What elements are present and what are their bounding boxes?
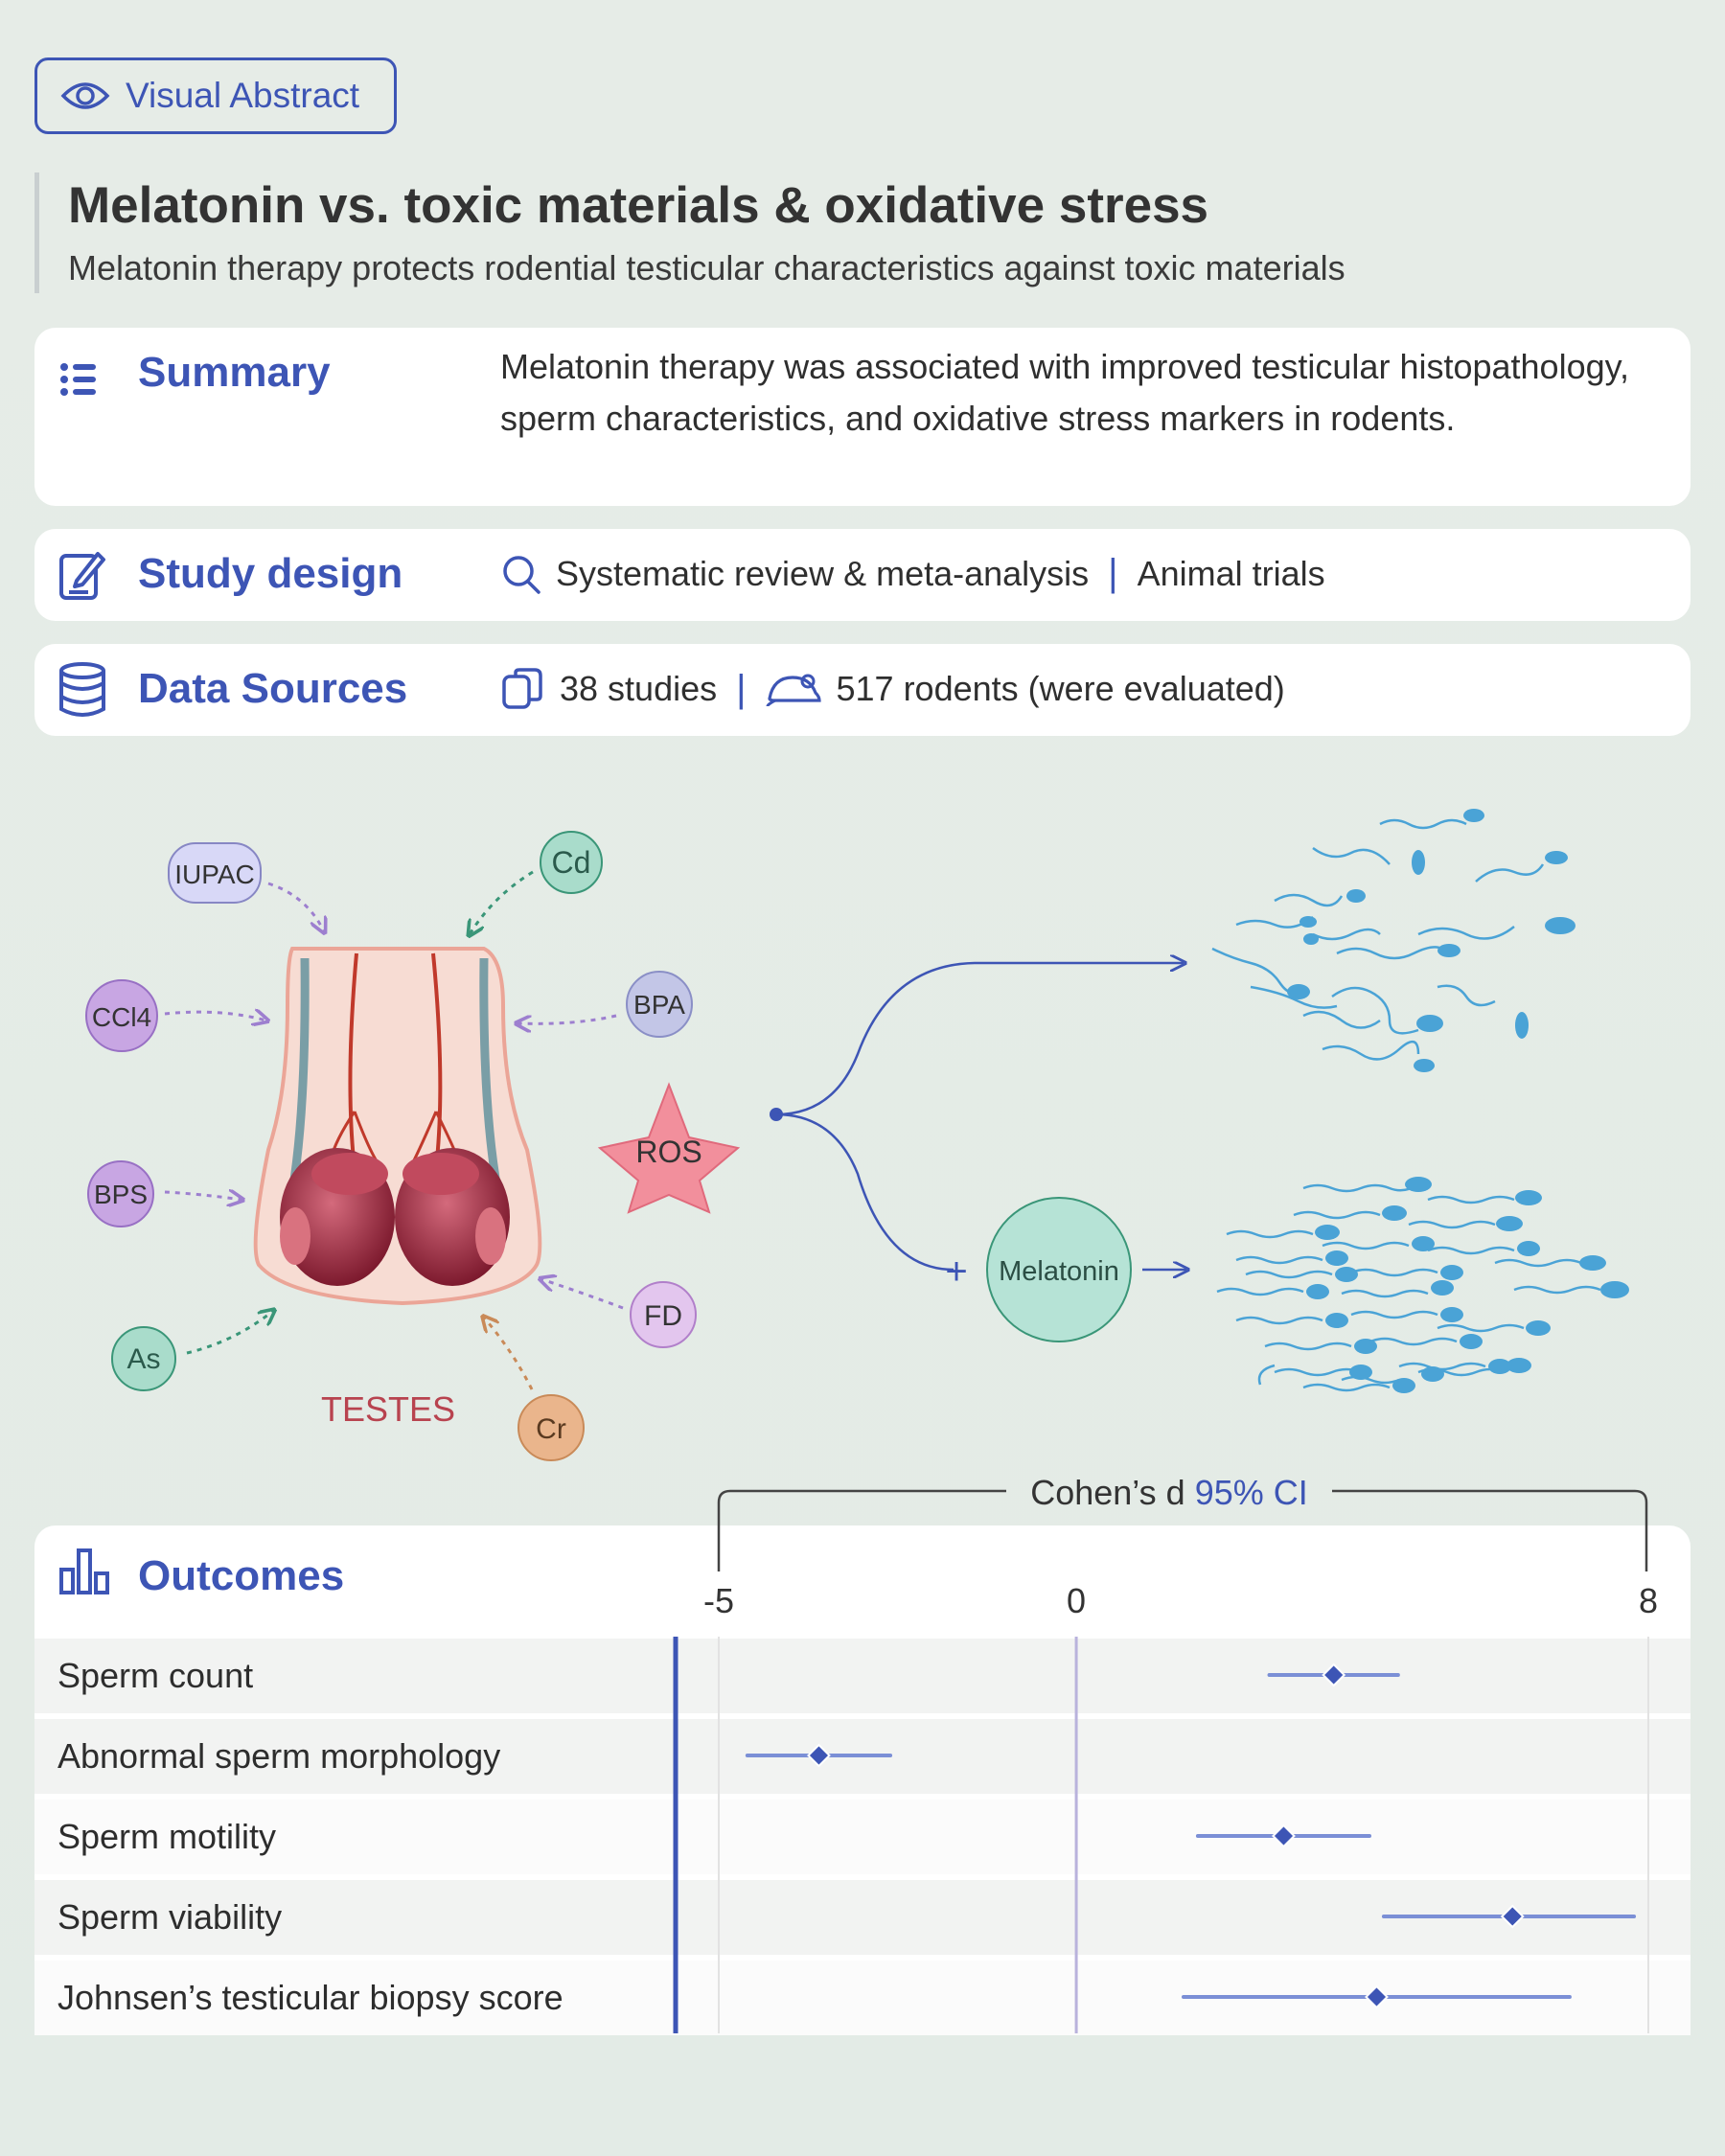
svg-text:FD: FD [644,1300,682,1332]
study-design-card: Study design Systematic review & meta-an… [34,529,1690,621]
svg-text:As: As [126,1343,160,1375]
toxin-iupac: IUPAC [168,842,262,904]
svg-text:BPA: BPA [633,990,685,1020]
summary-text: Melatonin therapy was associated with im… [500,347,1629,438]
plus-sign: + [945,1250,967,1293]
outcome-name: Sperm motility [58,1817,277,1856]
toxin-as: As [111,1326,176,1391]
toxin-bpa: BPA [626,971,693,1038]
study-design-values: Systematic review & meta-analysis | Anim… [500,552,1325,595]
design-type: Animal trials [1137,553,1325,593]
page-subtitle: Melatonin therapy protects rodential tes… [68,248,1346,287]
svg-text:Melatonin: Melatonin [999,1256,1119,1287]
testes-label: TESTES [321,1389,455,1429]
testes-drawing [253,947,542,1306]
outcome-row: Johnsen’s testicular biopsy score [34,1961,1690,2035]
svg-text:Cd: Cd [552,845,591,880]
eye-icon [60,82,110,109]
study-design-label: Study design [138,550,403,597]
toxin-cd: Cd [540,831,603,894]
page-title: Melatonin vs. toxic materials & oxidativ… [68,177,1209,234]
data-sources-values: 38 studies | 517 rodents (were evaluated… [500,667,1285,711]
visual-abstract-badge: Visual Abstract [34,57,397,134]
data-sources-label: Data Sources [138,665,408,712]
outcome-row: Sperm motility [34,1800,1690,1874]
outcome-row: Abnormal sperm morphology [34,1719,1690,1794]
summary-card: Summary Melatonin therapy was associated… [34,328,1690,506]
rodent-icon [766,674,821,707]
damaged-sperm-group [1211,809,1576,1072]
bar-chart-icon [59,1548,109,1594]
toxin-bps: BPS [87,1160,154,1227]
studies-count: 38 studies [560,669,718,708]
svg-text:BPS: BPS [94,1180,148,1209]
edit-icon [59,552,105,600]
list-icon [60,363,96,396]
data-sources-card: Data Sources 38 studies | 517 rodents (w… [34,644,1690,736]
search-icon [503,555,540,594]
divider: | [736,667,747,710]
healthy-sperm-group [1216,1177,1629,1393]
mechanism-illustration: TESTES IUPAC Cd CCl4 BPA BPS FD As Cr [85,809,1629,1461]
documents-icon [502,668,542,709]
toxin-fd: FD [630,1281,697,1348]
melatonin-circle: Melatonin [986,1197,1132,1342]
svg-text:IUPAC: IUPAC [174,860,255,889]
outcome-name: Abnormal sperm morphology [58,1736,501,1776]
outcome-name: Johnsen’s testicular biopsy score [58,1978,564,2017]
rodents-count: 517 rodents (were evaluated) [836,669,1285,708]
outcome-name: Sperm count [58,1656,254,1695]
database-icon [59,662,105,717]
outcome-name: Sperm viability [58,1897,283,1937]
design-text: Systematic review & meta-analysis [556,553,1090,593]
svg-text:CCl4: CCl4 [92,1002,151,1032]
svg-text:Cr: Cr [536,1413,566,1445]
outcomes-label: Outcomes [138,1552,345,1599]
svg-text:ROS: ROS [635,1135,702,1169]
title-block: Melatonin vs. toxic materials & oxidativ… [34,172,1683,293]
outcome-row: Sperm viability [34,1880,1690,1955]
toxin-ccl4: CCl4 [85,979,158,1052]
ros-star: ROS [597,1082,741,1214]
toxin-cr: Cr [518,1394,585,1461]
outcome-row: Sperm count [34,1639,1690,1713]
divider: | [1108,552,1118,594]
summary-label: Summary [138,349,331,396]
badge-label: Visual Abstract [126,76,360,115]
